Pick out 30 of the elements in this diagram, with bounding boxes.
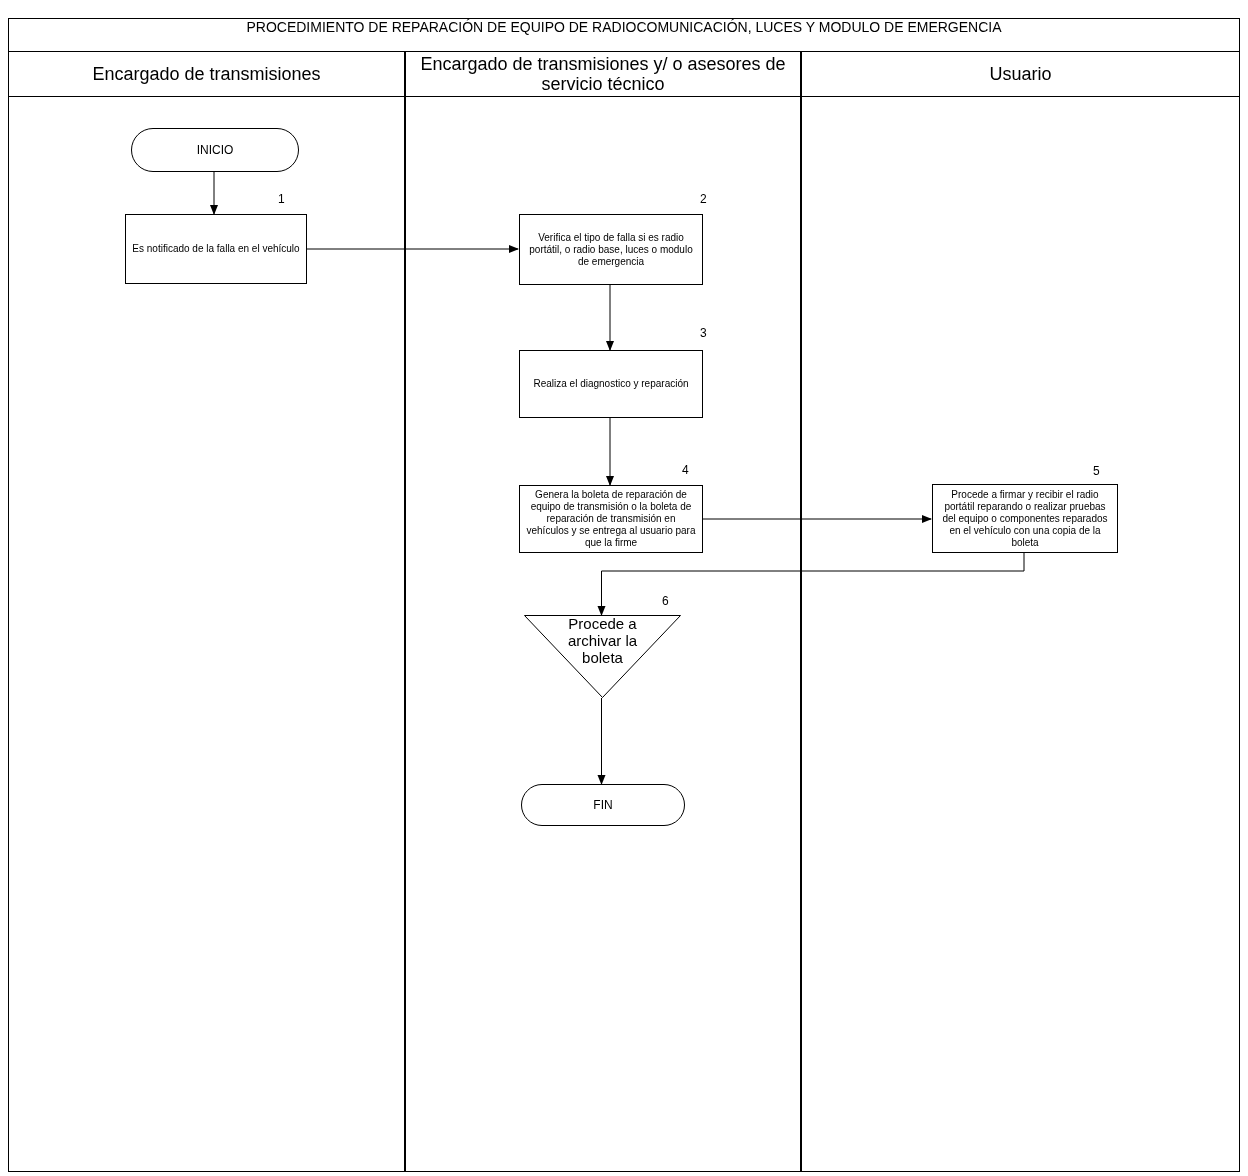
step-number: 1 bbox=[278, 193, 285, 205]
step-number: 5 bbox=[1093, 465, 1100, 477]
step-text: Verifica el tipo de falla si es radio portátil, o radio base, luces o modulo de emergencia bbox=[528, 231, 694, 268]
lane-heading: Usuario bbox=[802, 52, 1239, 97]
step-text: INICIO bbox=[196, 144, 234, 156]
step-number: 2 bbox=[700, 193, 707, 205]
swimlane bbox=[405, 52, 801, 1172]
step-text: Procede a firmar y recibir el radio portátil reparando o realizar pruebas del equipo o componentes reparados en el vehículo con una copia de la boleta bbox=[941, 488, 1109, 549]
lane-heading: Encargado de transmisiones y/ o asesores de servicio técnico bbox=[406, 52, 800, 97]
arrow bbox=[701, 515, 932, 523]
step-number: 6 bbox=[662, 593, 669, 610]
arrow bbox=[597, 697, 606, 785]
swimlane bbox=[801, 52, 1240, 1172]
step-text: FIN bbox=[593, 799, 613, 811]
terminal-pill bbox=[131, 128, 299, 172]
arrow bbox=[597, 552, 1025, 616]
arrow bbox=[210, 171, 218, 215]
swimlane bbox=[8, 52, 405, 1172]
step-number: 4 bbox=[682, 464, 689, 476]
step-number: 3 bbox=[700, 327, 707, 339]
step-text: Es notificado de la falla en el vehículo bbox=[132, 243, 300, 255]
step-text: Procede a archivar la boleta bbox=[566, 615, 639, 666]
arrow bbox=[606, 284, 614, 351]
terminal-pill bbox=[521, 784, 685, 826]
lane-heading: Encargado de transmisiones bbox=[9, 52, 404, 97]
diagram-title: PROCEDIMIENTO DE REPARACIÓN DE EQUIPO DE RADIOCOMUNICACIÓN, LUCES Y MODULO DE EMERGENCIA bbox=[8, 18, 1240, 52]
step-text: Realiza el diagnostico y reparación bbox=[533, 378, 689, 390]
arrow bbox=[305, 245, 519, 253]
step-text: Genera la boleta de reparación de equipo de transmisión o la boleta de reparación de transmisión en vehículos y se entrega al usuario para que la firme bbox=[526, 489, 696, 549]
arrow bbox=[606, 417, 614, 486]
